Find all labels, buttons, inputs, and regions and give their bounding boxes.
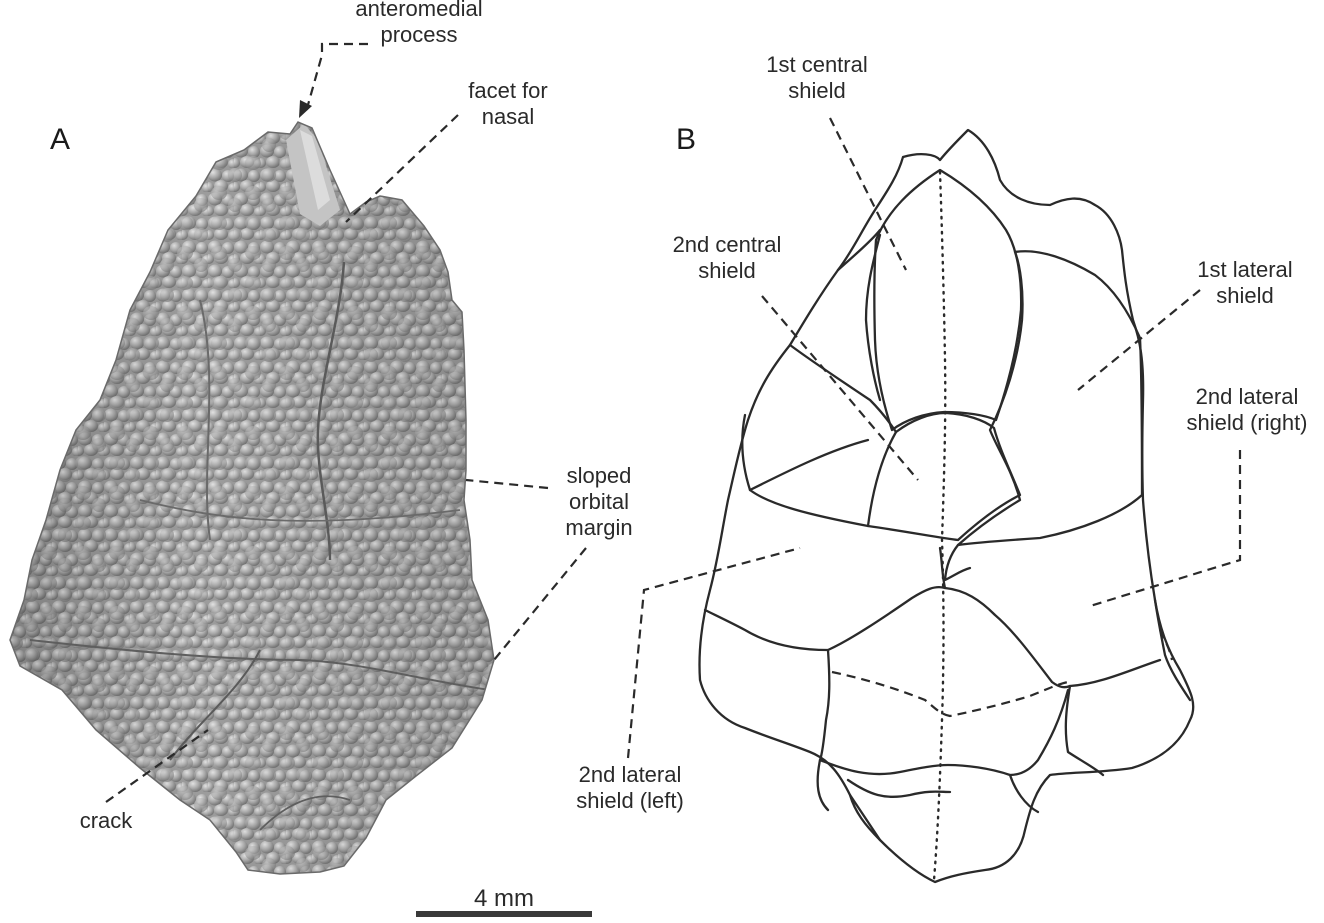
label-second-lateral-shield-left: 2nd lateral shield (left): [550, 762, 710, 814]
leader-sloped-orbital-margin-2: [494, 548, 586, 660]
left-lateral-lower: [742, 415, 868, 526]
second-central-shield: [868, 413, 1020, 540]
label-second-central-shield: 2nd central shield: [652, 232, 802, 284]
posterior-shield-right: [1010, 775, 1038, 812]
arrowhead-anteromedial-process: [299, 100, 312, 118]
label-sloped-orbital-margin: sloped orbital margin: [544, 463, 654, 541]
leader-anteromedial-process: [306, 44, 368, 112]
specimen-render: [0, 110, 500, 890]
left-lateral-inner: [750, 440, 868, 490]
dashed-suture-lower: [832, 672, 1068, 716]
lower-left-shield: [818, 760, 828, 810]
label-anteromedial-process: anteromedial process: [344, 0, 494, 48]
first-central-shield: [874, 170, 1021, 430]
posterior-bottom: [850, 795, 880, 840]
label-facet-for-nasal: facet for nasal: [448, 78, 568, 130]
leader-sloped-orbital-margin: [466, 480, 548, 488]
panel-letter-a: A: [50, 123, 70, 157]
scale-bar-label: 4 mm: [444, 886, 564, 912]
panel-letter-b: B: [676, 123, 696, 157]
posterior-shield-left: [848, 780, 950, 797]
leader-second-lateral-left: [628, 548, 800, 758]
first-lateral-shield: [958, 251, 1142, 545]
lower-right-shield: [1066, 686, 1103, 775]
mid-junction: [705, 548, 945, 650]
label-crack: crack: [66, 808, 146, 834]
mid-junction-right: [945, 588, 1160, 687]
leader-first-central: [830, 118, 906, 270]
label-first-central-shield: 1st central shield: [742, 52, 892, 104]
leader-second-central: [762, 296, 918, 480]
label-second-lateral-shield-right: 2nd lateral shield (right): [1170, 384, 1324, 436]
leader-second-lateral-right: [1090, 450, 1240, 606]
panel-b-leaders: [628, 118, 1240, 758]
dotted-midline: [934, 172, 945, 880]
second-lateral-right-upper: [945, 545, 970, 580]
label-first-lateral-shield: 1st lateral shield: [1180, 257, 1310, 309]
lower-right-inner: [1155, 600, 1190, 700]
